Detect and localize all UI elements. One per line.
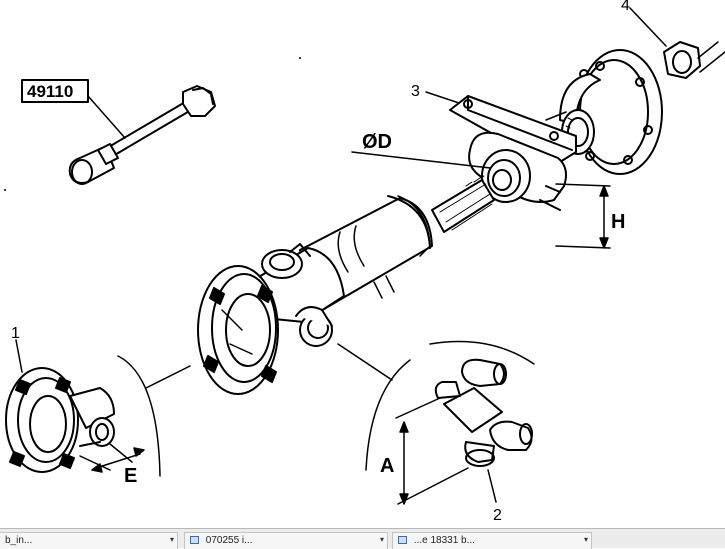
taskbar: b_in... ▾ 070255 i... ▾ ...e 18331 b... … <box>0 528 725 549</box>
flange-nut <box>629 7 725 79</box>
chevron-down-icon[interactable]: ▾ <box>379 535 384 544</box>
driveshaft-exploded-diagram: 49110 1 2 3 4 ØD H A E <box>4 0 725 524</box>
taskbar-item-3-label: ...e 18331 b... <box>413 535 475 546</box>
callout-2: 2 <box>493 507 502 524</box>
taskbar-item-2-label: 070255 i... <box>205 535 253 546</box>
callout-1: 1 <box>11 325 20 342</box>
dimension-e <box>79 443 145 473</box>
callout-3: 3 <box>411 83 420 100</box>
universal-joint-assembly <box>197 243 345 395</box>
dimension-height-label: H <box>611 211 625 233</box>
puller-tool-49110 <box>21 79 216 185</box>
detail-spider-cross <box>337 340 535 503</box>
dimension-e-label: E <box>124 465 137 487</box>
taskbar-item-2[interactable]: 070255 i... ▾ <box>184 532 388 549</box>
dimension-a <box>395 397 469 505</box>
center-bearing-support <box>425 91 577 211</box>
dimension-a-label: A <box>380 455 394 477</box>
dimension-diameter <box>351 151 491 169</box>
chevron-down-icon[interactable]: ▾ <box>169 535 174 544</box>
tool-code-label: 49110 <box>27 82 73 101</box>
taskbar-item-1[interactable]: b_in... ▾ <box>0 532 178 549</box>
document-icon <box>190 536 199 544</box>
chevron-down-icon[interactable]: ▾ <box>583 535 588 544</box>
dimension-h <box>555 183 611 249</box>
document-icon <box>398 536 407 544</box>
callout-4: 4 <box>621 0 630 14</box>
dimension-diameter-label: ØD <box>362 131 392 153</box>
taskbar-item-1-label: b_in... <box>5 535 33 546</box>
taskbar-item-3[interactable]: ...e 18331 b... ▾ <box>392 532 592 549</box>
detail-flange-yoke <box>5 339 191 477</box>
